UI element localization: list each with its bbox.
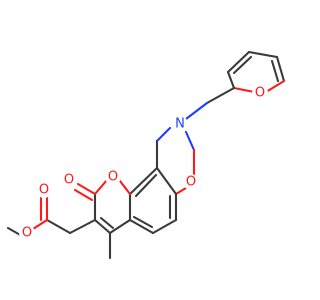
atom-o-oxazine: O <box>186 175 196 190</box>
bond-arom-1-2 <box>155 166 178 196</box>
bond-layer <box>6 50 286 260</box>
atom-n-ring: N <box>175 117 185 132</box>
atom-o-carbonyl: O <box>64 173 74 188</box>
bond-n-ch2-right <box>184 130 196 152</box>
bond-c3-c4-double <box>99 216 115 230</box>
bond-o-pyranone-c2 <box>93 178 109 196</box>
bond-furan-ch2 <box>205 86 236 105</box>
bond-c3-ch2 <box>68 218 97 235</box>
bond-furan-c4-c5-double <box>270 59 280 83</box>
atom-o-ester-ether: O <box>22 226 32 241</box>
bond-o-oxazine-arom <box>174 186 188 196</box>
bond-furan-c5-o <box>264 79 286 94</box>
bond-furan-o-c2 <box>232 86 256 94</box>
bond-ch2-n <box>184 101 209 121</box>
atom-o-furan: O <box>255 86 265 101</box>
bond-ch2-ester-c <box>45 218 72 235</box>
bond-arom-4-5 <box>128 218 155 235</box>
bond-furan-c3-c4 <box>247 50 279 59</box>
atom-o-pyranone-ring: O <box>108 170 118 185</box>
bond-arom-4-5-double <box>132 215 154 229</box>
bond-furan-c2-ring <box>226 70 236 90</box>
bond-arom-6-1 <box>128 166 159 196</box>
bond-c2-carbonyl-double <box>73 188 94 202</box>
bond-furan-c4-c5 <box>275 55 286 83</box>
bond-n-c-upper <box>155 126 172 143</box>
bond-c2-carbonyl <box>76 182 97 196</box>
bond-arom-3-4 <box>151 218 178 235</box>
bond-arom-6-1-double <box>134 173 158 198</box>
bond-c4-c4a <box>108 218 132 235</box>
bond-c3-c4 <box>93 218 112 235</box>
bond-arom-o-pyranone <box>118 179 132 196</box>
atom-label-layer: O N O O O O O <box>19 85 268 241</box>
molecule-structure-diagram: O N O O O O O <box>6 50 286 260</box>
bond-furan-c2-c3-double <box>232 55 253 75</box>
bond-ester-c-o-single <box>31 218 49 231</box>
bond-furan-c2-c3 <box>226 50 251 74</box>
atom-o-ester-carbonyl: O <box>39 183 49 198</box>
